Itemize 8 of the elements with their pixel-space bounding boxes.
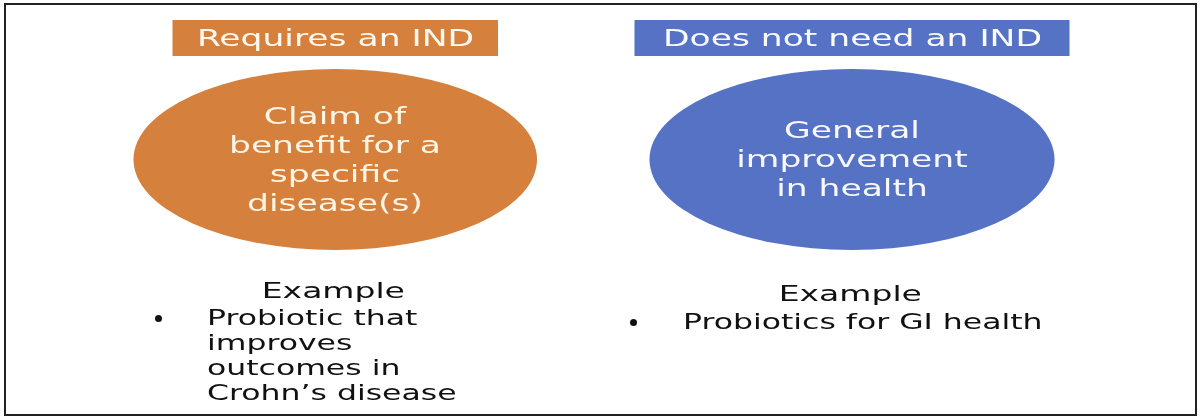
- category-banner: Requires an IND: [173, 20, 498, 56]
- example-heading: Example: [778, 281, 922, 307]
- category-ellipse: General improvement in health: [650, 69, 1054, 250]
- list-item-text: Probiotic that improves outcomes in Crohn’s disease: [207, 306, 458, 406]
- example-heading: Example: [261, 278, 405, 304]
- list-item-text: Probiotics for GI health: [683, 310, 1043, 335]
- category-banner: Does not need an IND: [635, 20, 1070, 56]
- category-ellipse: Claim of benefit for a specific disease(s): [133, 69, 537, 250]
